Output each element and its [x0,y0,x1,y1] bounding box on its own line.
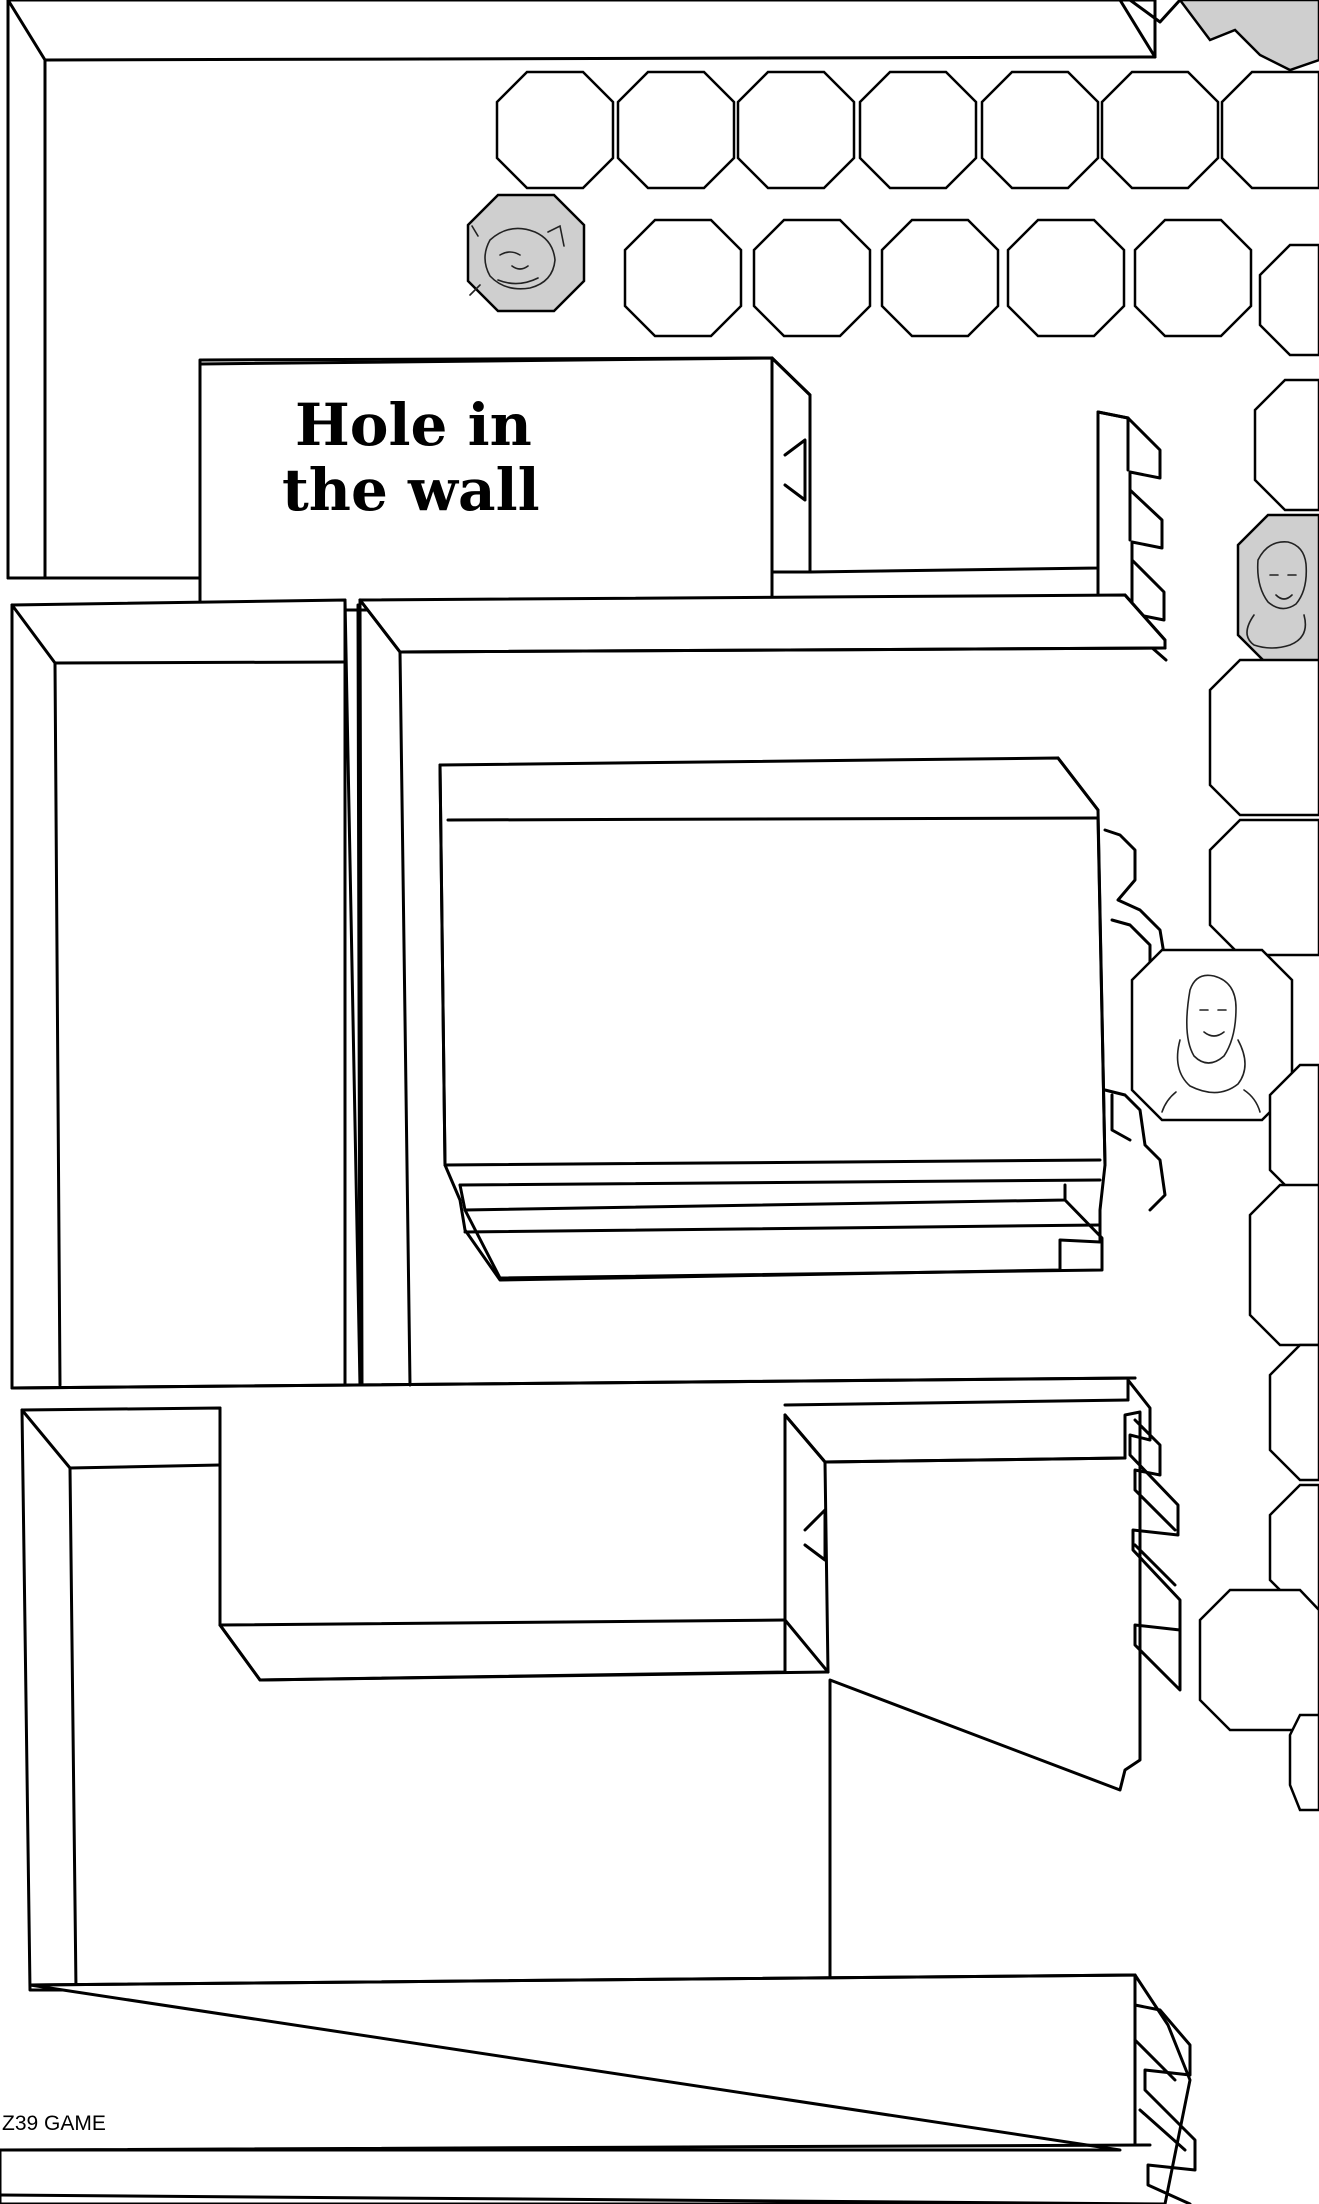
path-space[interactable] [860,72,976,188]
room-label-line2: the wall [282,456,540,524]
wall-left-tall [12,600,360,1388]
path-space[interactable] [1260,245,1319,355]
path-space[interactable] [1210,660,1319,815]
path-space[interactable] [1222,72,1319,188]
central-box[interactable] [440,758,1165,1280]
wall-lower-left [22,1400,1140,1990]
path-space[interactable] [1270,1345,1319,1480]
path-space[interactable] [982,72,1098,188]
footer-game-label: Z39 GAME [2,2112,106,2135]
path-space[interactable] [1290,1715,1319,1810]
path-space[interactable] [1008,220,1124,336]
path-space[interactable] [1255,380,1319,510]
path-space[interactable] [1250,1185,1319,1345]
path-space[interactable] [738,72,854,188]
room-label-line1: Hole in [295,391,532,459]
star-icon [1130,0,1319,70]
path-space[interactable] [1210,820,1319,955]
path-space[interactable] [1135,220,1251,336]
path-space[interactable] [882,220,998,336]
room-hole-in-the-wall[interactable]: Hole in the wall [200,358,810,610]
wall-middle-top [360,595,1165,652]
path-space[interactable] [618,72,734,188]
path-space[interactable] [625,220,741,336]
wall-bottom [0,1975,1190,2204]
path-space[interactable] [1102,72,1218,188]
wall-center-strip [360,600,410,1385]
path-space[interactable] [1200,1590,1319,1730]
path-space[interactable] [497,72,613,188]
path-space[interactable] [754,220,870,336]
